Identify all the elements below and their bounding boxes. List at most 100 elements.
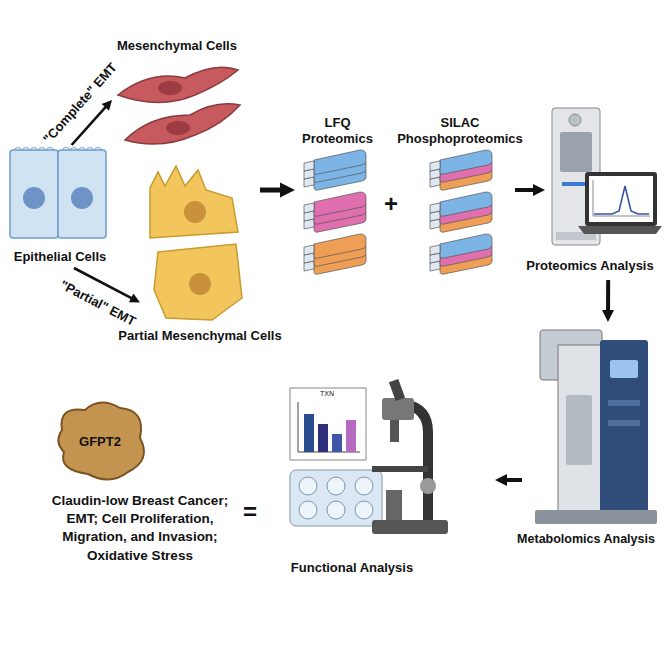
arrow-shaft <box>505 478 522 482</box>
epithelial-cells-part <box>71 187 93 209</box>
bar-chart-part <box>290 388 366 460</box>
lc-ms-instrument-part <box>566 395 592 465</box>
flask-group: LFQ Proteomics <box>295 115 380 270</box>
node-label: SILAC Phosphoproteomics <box>390 115 530 148</box>
node-label: GFPT2 <box>60 434 140 450</box>
mass-spectrometer-part <box>569 114 581 126</box>
partial-mesenchymal-cells-part <box>154 244 242 320</box>
node-label: Functional Analysis <box>252 560 452 576</box>
well-plate-part <box>299 477 317 495</box>
mass-spectrometer-part <box>560 132 592 172</box>
culture-flasks-part <box>304 150 366 174</box>
culture-flasks-part <box>304 192 366 216</box>
arrow-shaft <box>606 280 610 312</box>
culture-flasks <box>430 150 492 274</box>
microscope-part <box>372 520 448 534</box>
flow-arrow <box>515 184 545 196</box>
culture-flasks-part <box>430 234 492 258</box>
bar-chart-part <box>332 434 342 452</box>
lc-ms-instrument-part <box>608 400 640 406</box>
flow-arrow <box>495 474 522 486</box>
microscope-part <box>382 398 414 420</box>
bar-chart <box>290 388 366 460</box>
mesenchymal-cells-part <box>118 67 238 102</box>
arrow-head <box>495 474 507 486</box>
plus-sign: + <box>384 190 398 218</box>
node-label: Partial Mesenchymal Cells <box>100 328 300 344</box>
node-label: Epithelial Cells <box>0 249 123 265</box>
cell-illustration: Mesenchymal Cells <box>112 35 242 153</box>
assay-group: Functional Analysis <box>282 382 495 577</box>
partial-mesenchymal-cells <box>150 166 242 320</box>
cell-illustration: Partial Mesenchymal Cells <box>140 160 260 350</box>
cell-illustration: Epithelial Cells <box>2 145 118 268</box>
chart-title: TXN <box>320 390 334 397</box>
flow-arrow <box>260 183 295 198</box>
culture-flasks-part <box>430 192 492 216</box>
arrow-head <box>533 184 545 196</box>
well-plate-part <box>355 501 373 519</box>
epithelial-cells-part <box>58 150 106 238</box>
microscope <box>372 379 448 534</box>
bar-chart-part <box>298 402 360 452</box>
node-label: LFQ Proteomics <box>290 115 385 148</box>
flow-arrow <box>602 280 614 322</box>
well-plate <box>290 470 382 526</box>
arrow-shaft <box>515 188 535 192</box>
instrument-group: Metabolomics Analysis <box>522 322 662 552</box>
microscope-part <box>390 420 399 442</box>
laptop-part <box>589 176 653 222</box>
node-label: Proteomics Analysis <box>515 258 664 274</box>
lc-ms-instrument-part <box>608 420 640 426</box>
microscope-part <box>372 466 428 472</box>
edge-label: "Partial" EMT <box>57 277 138 329</box>
epithelial-cells-part <box>14 148 102 151</box>
laptop-part <box>594 186 649 214</box>
arrow-head <box>602 310 614 322</box>
arrow-head <box>102 100 112 111</box>
microscope-part <box>404 404 428 520</box>
culture-flasks-part <box>430 150 492 174</box>
partial-mesenchymal-cells-part <box>184 201 206 223</box>
laptop-part <box>585 172 657 226</box>
bar-chart-part <box>304 414 314 452</box>
partial-mesenchymal-cells-part <box>150 166 238 238</box>
laptop <box>578 172 662 234</box>
flask-group: SILAC Phosphoproteomics <box>405 115 515 270</box>
bar-chart-part <box>318 424 328 452</box>
protein-node: GFPT2Claudin-low Breast Cancer; EMT; Cel… <box>40 400 240 590</box>
mesenchymal-cells-part <box>158 81 182 95</box>
well-plate-part <box>290 470 382 526</box>
epithelial-cells-part <box>10 150 58 238</box>
culture-flasks-part <box>304 234 366 258</box>
arrow-head <box>129 293 140 302</box>
node-label: Metabolomics Analysis <box>508 532 664 548</box>
node-label: Mesenchymal Cells <box>102 38 252 54</box>
lc-ms-instrument-part <box>610 360 638 378</box>
protein-blob <box>58 402 144 479</box>
laptop-part <box>578 226 662 234</box>
microscope-part <box>420 478 436 494</box>
edge-label: "Complete" EMT <box>40 59 120 145</box>
microscope-part <box>389 379 405 401</box>
well-plate-part <box>299 501 317 519</box>
well-plate-part <box>327 477 345 495</box>
node-description: Claudin-low Breast Cancer; EMT; Cell Pro… <box>40 492 240 565</box>
epithelial-cells-part <box>23 187 45 209</box>
lc-ms-instrument-part <box>535 510 657 524</box>
well-plate-part <box>327 501 345 519</box>
arrow-head <box>280 183 295 198</box>
equals-sign: = <box>243 498 257 526</box>
bar-chart-part <box>346 420 356 452</box>
culture-flasks <box>304 150 366 274</box>
partial-mesenchymal-cells-part <box>189 273 211 295</box>
mesenchymal-cells-part <box>166 121 190 135</box>
arrow-shaft <box>260 188 283 193</box>
well-plate-part <box>355 477 373 495</box>
mesenchymal-cells-part <box>125 104 240 144</box>
protein-blob-part <box>58 402 144 479</box>
lc-ms-instrument <box>535 330 657 524</box>
mesenchymal-cells <box>118 67 240 144</box>
instrument-group: Proteomics Analysis <box>545 95 662 280</box>
